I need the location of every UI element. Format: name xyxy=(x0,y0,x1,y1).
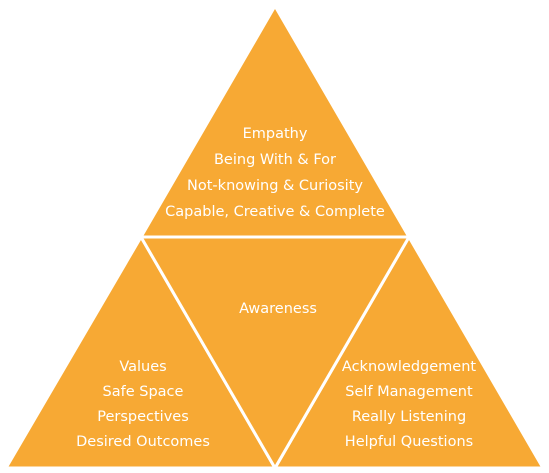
left-section-line: Safe Space xyxy=(103,384,184,400)
top-section-line: Empathy xyxy=(243,126,308,142)
top-section-line: Being With & For xyxy=(214,152,336,168)
left-section-line: Perspectives xyxy=(97,409,189,425)
center-inverted-triangle xyxy=(138,235,412,471)
left-section-labels: Values Safe Space Perspectives Desired O… xyxy=(76,359,210,450)
top-section-line: Not-knowing & Curiosity xyxy=(187,178,363,194)
left-section-line: Values xyxy=(119,359,166,375)
center-section-labels: Awareness xyxy=(239,301,317,317)
right-section-labels: Acknowledgement Self Management Really L… xyxy=(342,359,476,450)
left-section-line: Desired Outcomes xyxy=(76,434,210,450)
right-section-line: Acknowledgement xyxy=(342,359,476,375)
center-section-line: Awareness xyxy=(239,301,317,317)
right-section-line: Self Management xyxy=(345,384,473,400)
top-section-labels: Empathy Being With & For Not-knowing & C… xyxy=(165,126,385,220)
top-section-line: Capable, Creative & Complete xyxy=(165,204,385,220)
right-section-line: Helpful Questions xyxy=(345,434,473,450)
right-section-line: Really Listening xyxy=(352,409,466,425)
top-triangle xyxy=(138,3,412,239)
